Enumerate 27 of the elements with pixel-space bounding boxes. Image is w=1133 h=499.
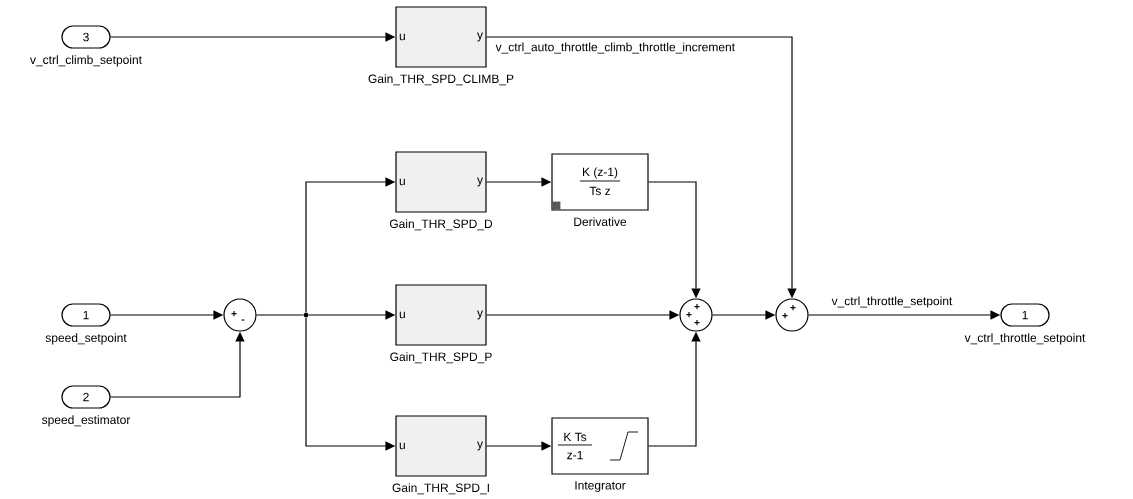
block-name: Derivative: [574, 217, 627, 226]
port-block: 3: [61, 25, 111, 49]
block-name: speed_estimator: [41, 415, 131, 427]
gain-block: u y: [395, 284, 487, 346]
signal-label: v_ctrl_throttle_setpoint: [830, 295, 954, 309]
block-name: Integrator: [575, 481, 626, 492]
block-name: Gain_THR_SPD_P: [390, 352, 492, 364]
block-name: v_ctrl_throttle_setpoint: [964, 333, 1086, 345]
block-name: speed_setpoint: [45, 333, 127, 345]
sum-block: + +: [775, 298, 809, 332]
gain-block: u y: [395, 151, 487, 213]
block-name: Gain_THR_SPD_D: [389, 219, 493, 231]
port-block: 2: [61, 385, 111, 409]
block-name: v_ctrl_climb_setpoint: [30, 55, 142, 67]
block-name: Gain_THR_SPD_CLIMB_P: [368, 74, 514, 86]
connector-line: [256, 314, 304, 316]
block-name: Gain_THR_SPD_I: [392, 483, 489, 495]
integrator-block: K Ts z-1: [551, 417, 649, 475]
branch-point: [303, 312, 309, 318]
sum-block: + + +: [679, 298, 713, 332]
sum-block: + -: [223, 298, 257, 332]
transfer-function-block: K (z-1) Ts z: [551, 153, 649, 211]
signal-label: v_ctrl_auto_throttle_climb_throttle_increment: [494, 41, 737, 55]
gain-block: u y: [395, 415, 487, 477]
port-block: 1: [1000, 303, 1050, 327]
gain-block: u y: [395, 6, 487, 68]
port-block: 1: [61, 303, 111, 327]
